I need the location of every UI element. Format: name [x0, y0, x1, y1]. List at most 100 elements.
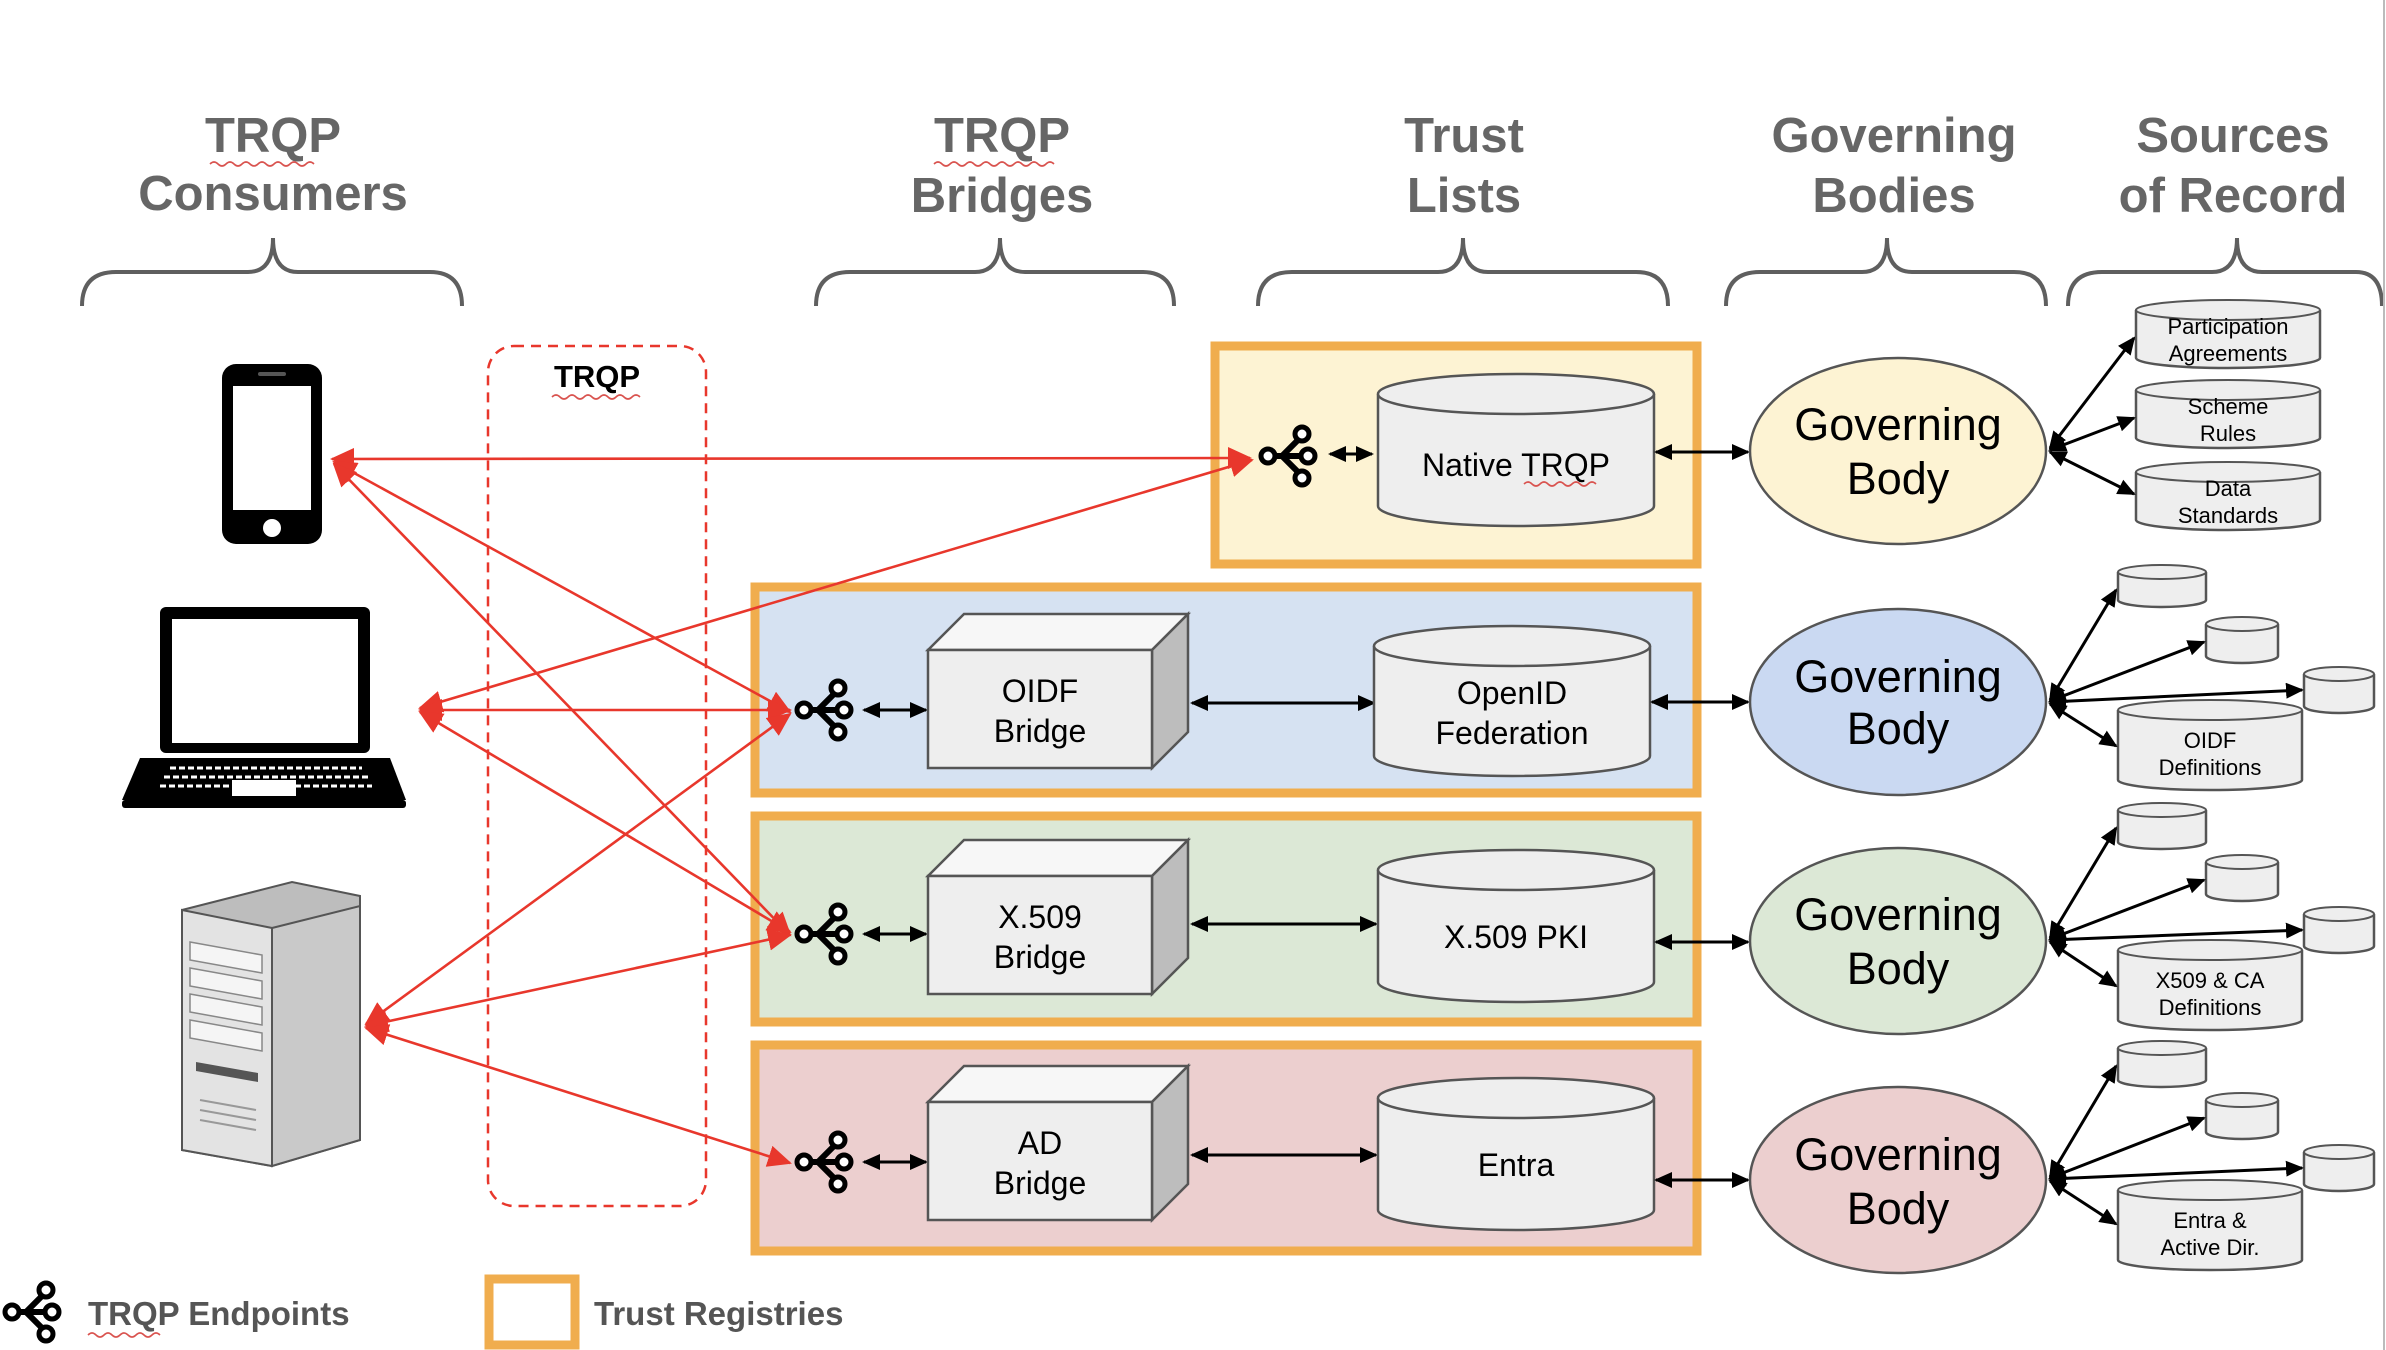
header-trust-lists: Trust Lists: [1256, 109, 1670, 307]
server-icon: [181, 880, 361, 1168]
trust-list-oidf-line1: OpenID: [1457, 675, 1567, 711]
trust-list-native: Native TRQP: [1376, 372, 1656, 528]
source-cylinder-x509-2: [2204, 854, 2280, 903]
source-arrows-native: [2048, 336, 2136, 496]
source-cylinder-x509-3: [2302, 906, 2376, 955]
governing-body-native: Governing Body: [1748, 356, 2048, 546]
brace-consumers: [80, 237, 464, 307]
brace-sources: [2066, 237, 2384, 307]
header-governing-bodies-line2: Bodies: [1812, 169, 1975, 223]
trqp-endpoint-icon-native: [1258, 424, 1318, 488]
trqp-endpoint-icon-oidf: [794, 678, 854, 742]
trust-list-oidf: OpenID Federation: [1372, 624, 1652, 778]
governing-body-oidf-line2: Body: [1847, 703, 1950, 754]
source-participation-agreements: Participation Agreements: [2134, 299, 2322, 370]
source-cylinder-oidf-3: [2302, 666, 2376, 715]
header-trqp-consumers: TRQP Consumers: [80, 109, 464, 307]
header-governing-bodies-line1: Governing: [1771, 109, 2016, 163]
header-sources-of-record: Sources of Record: [2066, 109, 2384, 307]
bridge-ad: AD Bridge: [924, 1062, 1192, 1224]
governing-body-native-line2: Body: [1847, 453, 1950, 504]
trqp-endpoint-icon-x509: [794, 902, 854, 966]
trqp-protocol-box: TRQP: [486, 344, 708, 1208]
brace-bridges: [814, 237, 1176, 307]
trqp-protocol-label: TRQP: [554, 359, 640, 394]
source-cylinder-ad-3: [2302, 1144, 2376, 1193]
arrow-phone-native: [330, 447, 1252, 470]
source-entra-line2: Active Dir.: [2160, 1235, 2259, 1260]
legend-endpoint-icon: [2, 1280, 62, 1344]
brace-governing-bodies: [1724, 237, 2048, 307]
brace-trust-lists: [1256, 237, 1670, 307]
governing-body-ad-line2: Body: [1847, 1183, 1950, 1234]
governing-body-oidf: Governing Body: [1748, 607, 2048, 797]
source-cylinder-ad-2: [2204, 1092, 2280, 1141]
trust-list-entra-label: Entra: [1478, 1147, 1555, 1183]
governing-body-ad-line1: Governing: [1794, 1129, 2002, 1180]
trust-list-x509-label: X.509 PKI: [1444, 919, 1588, 955]
bridge-oidf-line1: OIDF: [1002, 673, 1078, 709]
trust-list-entra: Entra: [1376, 1076, 1656, 1232]
source-scheme-rules: Scheme Rules: [2134, 379, 2322, 450]
source-x509-line2: Definitions: [2159, 995, 2262, 1020]
source-cylinder-x509-1: [2116, 802, 2208, 851]
bridge-oidf-line2: Bridge: [994, 713, 1087, 749]
source-participation-line1: Participation: [2167, 314, 2288, 339]
arrow-laptop-native: [418, 455, 1254, 713]
header-governing-bodies: Governing Bodies: [1724, 109, 2048, 307]
trust-list-native-label: Native TRQP: [1422, 447, 1610, 483]
sources-x509: X509 & CA Definitions: [2048, 802, 2376, 1032]
source-oidf-definitions: OIDF Definitions: [2116, 699, 2304, 792]
source-oidf-line1: OIDF: [2184, 728, 2237, 753]
source-data-standards: Data Standards: [2134, 461, 2322, 532]
header-consumers-line1: TRQP: [205, 109, 341, 163]
header-trust-lists-line1: Trust: [1404, 109, 1524, 163]
source-x509-line1: X509 & CA: [2156, 968, 2265, 993]
header-bridges-line1: TRQP: [934, 109, 1070, 163]
header-consumers-line2: Consumers: [138, 167, 408, 221]
bridge-x509-line2: Bridge: [994, 939, 1087, 975]
source-cylinder-ad-1: [2116, 1040, 2208, 1089]
trust-list-oidf-line2: Federation: [1436, 715, 1589, 751]
source-entra-active-dir: Entra & Active Dir.: [2116, 1179, 2304, 1272]
arrow-phone-x509: [332, 462, 792, 937]
arrow-server-ad: [364, 1024, 792, 1167]
bridge-x509-line1: X.509: [998, 899, 1082, 935]
governing-body-ad: Governing Body: [1748, 1085, 2048, 1275]
laptop-icon: [122, 607, 406, 808]
bridge-ad-line1: AD: [1018, 1125, 1062, 1161]
source-cylinder-oidf-1: [2116, 564, 2208, 609]
governing-body-oidf-line1: Governing: [1794, 651, 2002, 702]
header-sources-line1: Sources: [2136, 109, 2329, 163]
trqp-endpoint-icon-ad: [794, 1130, 854, 1194]
sources-oidf: OIDF Definitions: [2048, 564, 2376, 792]
query-arrows: [330, 447, 1254, 1167]
source-participation-line2: Agreements: [2169, 341, 2288, 366]
governing-body-x509-line1: Governing: [1794, 889, 2002, 940]
header-bridges-line2: Bridges: [911, 169, 1093, 223]
source-oidf-line2: Definitions: [2159, 755, 2262, 780]
arrow-server-x509: [364, 928, 792, 1033]
header-sources-line2: of Record: [2119, 169, 2348, 223]
source-data-line1: Data: [2205, 476, 2252, 501]
sources-ad: Entra & Active Dir.: [2048, 1040, 2376, 1272]
governing-body-x509: Governing Body: [1748, 846, 2048, 1036]
bridge-oidf: OIDF Bridge: [924, 610, 1192, 772]
legend-registries-label: Trust Registries: [594, 1295, 843, 1332]
source-scheme-line2: Rules: [2200, 421, 2256, 446]
legend: TRQP Endpoints Trust Registries: [2, 1274, 843, 1350]
bridge-x509: X.509 Bridge: [924, 836, 1192, 998]
phone-icon: [222, 364, 322, 544]
legend-endpoints-label: TRQP Endpoints: [88, 1295, 350, 1332]
arrow-phone-oidf: [332, 460, 792, 714]
header-trqp-bridges: TRQP Bridges: [814, 109, 1176, 307]
governing-body-native-line1: Governing: [1794, 399, 2002, 450]
source-cylinder-oidf-2: [2204, 616, 2280, 665]
source-scheme-line1: Scheme: [2188, 394, 2269, 419]
header-trust-lists-line2: Lists: [1407, 169, 1521, 223]
governing-body-x509-line2: Body: [1847, 943, 1950, 994]
source-data-line2: Standards: [2178, 503, 2278, 528]
source-entra-line1: Entra &: [2173, 1208, 2247, 1233]
legend-registry-swatch: [484, 1274, 580, 1350]
